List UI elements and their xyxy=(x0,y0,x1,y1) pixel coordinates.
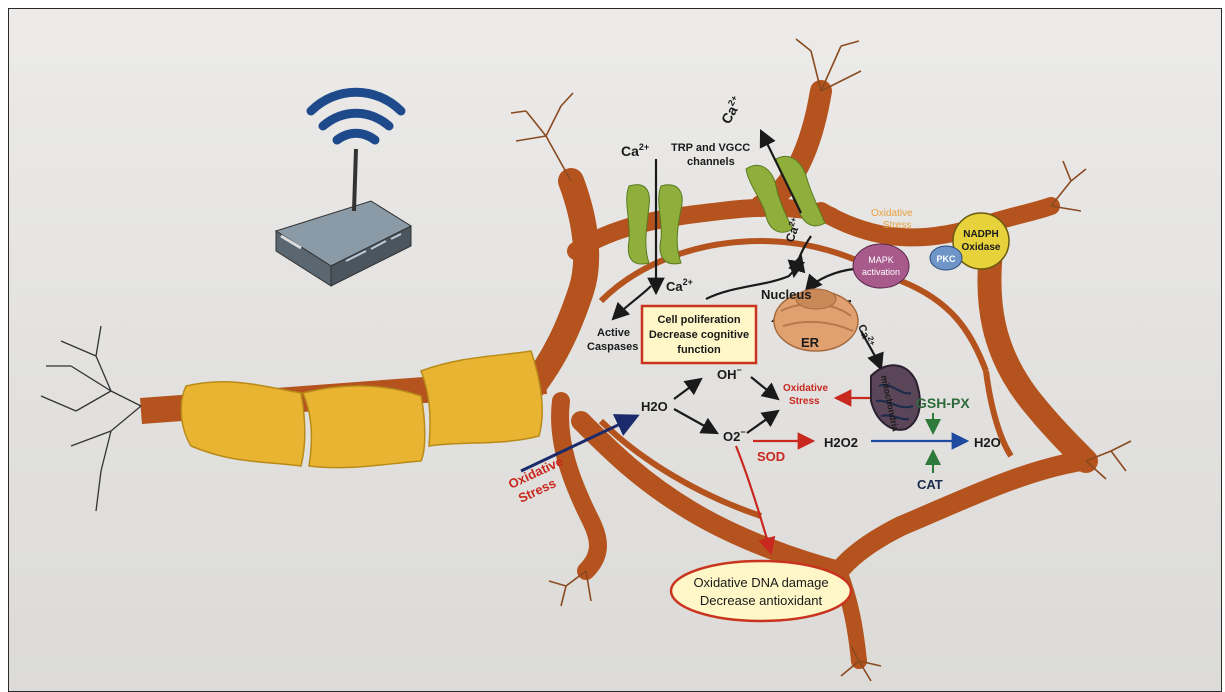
ca-label-top-left: Ca2+ xyxy=(621,142,649,159)
wifi-signal-icon xyxy=(311,92,401,140)
ca-label-er: Ca2+ xyxy=(855,322,877,349)
mapk xyxy=(853,244,909,288)
neuron-diagram: Ca2+ Ca2+ Ca2+ Ca2+ Ca2+ TRP and VGCC ch… xyxy=(9,9,1221,691)
channels-label-line1: TRP and VGCC xyxy=(671,142,750,154)
cell-box-line1: Cell poliferation xyxy=(657,314,740,326)
axon xyxy=(141,351,546,468)
sod-label: SOD xyxy=(757,449,785,464)
er-label: ER xyxy=(801,335,820,350)
active-caspases-line2: Caspases xyxy=(587,341,638,353)
cell-box-line3: function xyxy=(677,344,721,356)
nadph-label-line2: Oxidase xyxy=(962,242,1001,253)
wifi-router-icon xyxy=(276,149,411,286)
h2o2-label: H2O2 xyxy=(824,435,858,450)
h2o-right-label: H2O xyxy=(974,435,1001,450)
cell-box-line2: Decrease cognitive xyxy=(649,329,749,341)
oxidative-stress-top-line2: Stress xyxy=(883,220,911,231)
nucleus-label: Nucleus xyxy=(761,287,812,302)
mapk-label-line1: MAPK xyxy=(868,255,894,265)
oxidative-stress-mid-line1: Oxidative xyxy=(783,383,828,394)
red-arrows xyxy=(736,398,873,553)
ca-label-top-right: Ca2+ xyxy=(717,94,746,127)
channels-label-line2: channels xyxy=(687,156,735,168)
black-arrows xyxy=(613,131,881,433)
h2o-left-label: H2O xyxy=(641,399,668,414)
axon-terminal xyxy=(41,326,141,511)
o2-label: O2− xyxy=(723,427,746,444)
gsh-px-label: GSH-PX xyxy=(916,395,970,411)
dna-damage-ellipse xyxy=(671,561,851,621)
oxidative-stress-top-line1: Oxidative xyxy=(871,208,913,219)
oh-label: OH− xyxy=(717,365,742,382)
mapk-label-line2: activation xyxy=(862,267,900,277)
dna-damage-line2: Decrease antioxidant xyxy=(700,593,823,608)
dna-damage-line1: Oxidative DNA damage xyxy=(693,575,828,590)
pkc-label: PKC xyxy=(936,254,956,264)
ca-label-mid: Ca2+ xyxy=(666,277,693,294)
nadph-label-line1: NADPH xyxy=(963,229,999,240)
cat-label: CAT xyxy=(917,477,943,492)
oxidative-stress-mid-line2: Stress xyxy=(789,396,820,407)
active-caspases-line1: Active xyxy=(597,327,630,339)
figure-frame: Ca2+ Ca2+ Ca2+ Ca2+ Ca2+ TRP and VGCC ch… xyxy=(8,8,1222,692)
